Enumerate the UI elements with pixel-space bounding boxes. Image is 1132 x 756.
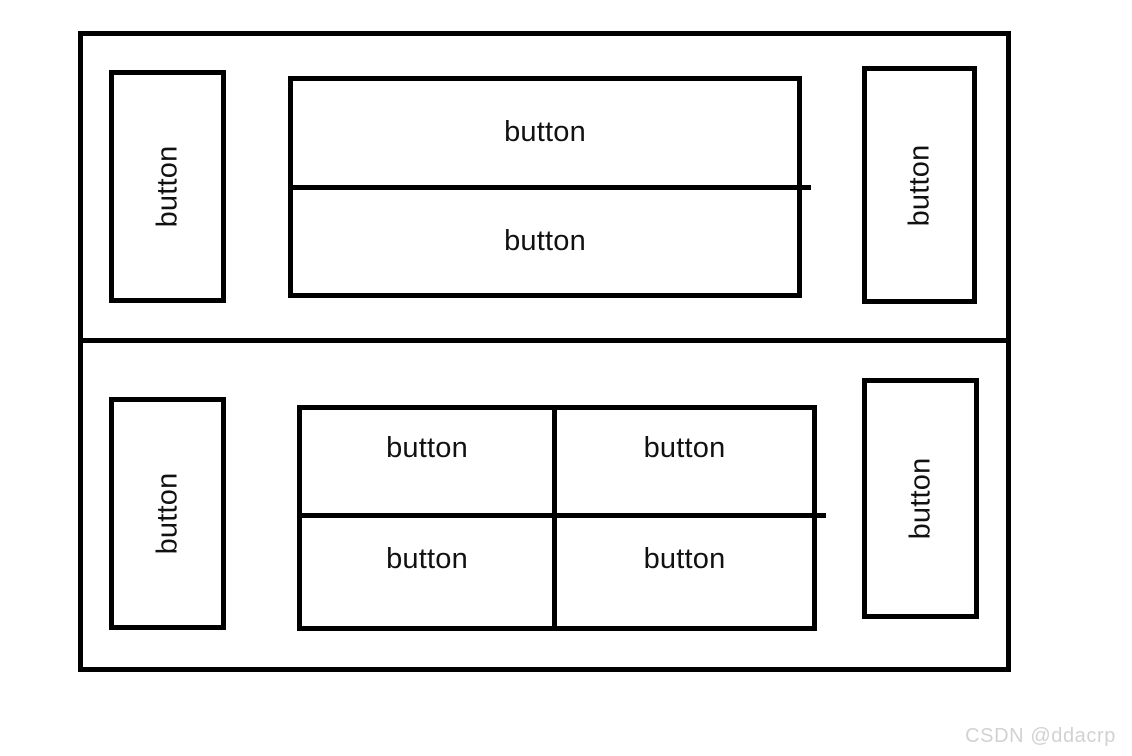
button-top-left-vertical[interactable]: button xyxy=(109,70,226,303)
layout-section-top: button button button button xyxy=(83,36,1006,343)
outer-layout-container: button button button button button butto… xyxy=(78,31,1011,672)
button-bottom-left-vertical[interactable]: button xyxy=(109,397,226,630)
button-label: button xyxy=(150,145,183,228)
button-top-stack-1[interactable]: button xyxy=(293,81,811,190)
panel-bottom-grid-2x2: button button button button xyxy=(297,405,826,631)
button-label: button xyxy=(504,116,586,149)
button-label: button xyxy=(386,542,468,575)
button-label: button xyxy=(504,224,586,257)
button-grid-r1c1[interactable]: button xyxy=(302,410,557,518)
button-bottom-right-vertical[interactable]: button xyxy=(862,378,979,619)
button-grid-r2c1[interactable]: button xyxy=(302,518,557,626)
button-grid-r2c2[interactable]: button xyxy=(557,518,812,626)
watermark-text: CSDN @ddacrp xyxy=(965,725,1116,747)
panel-top-vertical-stack: button button xyxy=(288,76,811,298)
button-label: button xyxy=(386,432,468,464)
button-label: button xyxy=(643,432,726,464)
button-label: button xyxy=(903,457,936,540)
button-label: button xyxy=(150,472,183,555)
button-top-stack-2[interactable]: button xyxy=(293,190,797,294)
layout-section-bottom: button button button button button butto… xyxy=(83,343,1006,667)
button-label: button xyxy=(902,144,935,226)
button-label: button xyxy=(643,542,726,575)
button-grid-r1c2[interactable]: button xyxy=(557,410,826,518)
button-top-right-vertical[interactable]: button xyxy=(862,66,977,304)
